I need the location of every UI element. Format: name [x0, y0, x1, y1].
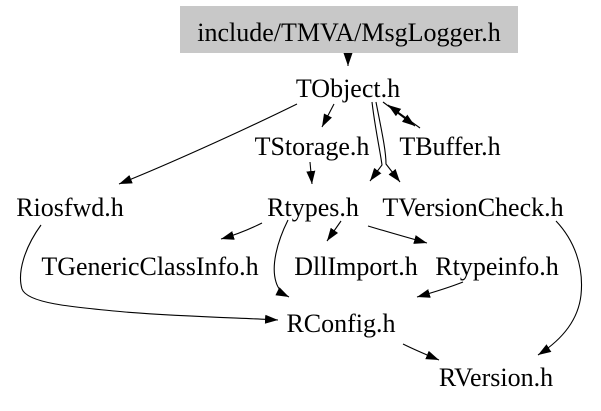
node-tgenericclassinfo[interactable]: TGenericClassInfo.h — [41, 252, 258, 281]
node-tversioncheck[interactable]: TVersionCheck.h — [382, 193, 563, 222]
edge-tobject-to-rtypes — [369, 101, 383, 182]
node-tstorage[interactable]: TStorage.h — [255, 132, 370, 161]
edge-tobject-to-tbuffer — [382, 101, 416, 127]
edge-rtypes-to-rtypeinfo — [367, 225, 428, 244]
node-riosfwd[interactable]: Riosfwd.h — [16, 193, 124, 222]
edge-tversioncheck-to-rversion — [537, 220, 583, 356]
edge-riosfwd-to-rconfig — [19, 224, 279, 324]
edge-rtypes-to-rconfig — [273, 219, 290, 298]
edge-rtypeinfo-to-rconfig — [416, 281, 464, 298]
edge-tbuffer-to-tobject — [387, 104, 421, 129]
node-rtypeinfo[interactable]: Rtypeinfo.h — [435, 252, 559, 281]
edge-tobject-to-tversioncheck — [375, 101, 401, 183]
node-msglogger[interactable]: include/TMVA/MsgLogger.h — [197, 18, 501, 47]
edge-tobject-to-tstorage — [321, 103, 335, 128]
node-tbuffer[interactable]: TBuffer.h — [399, 132, 500, 161]
edge-rtypes-to-dllimport — [326, 220, 342, 242]
edge-rconfig-to-rversion — [402, 343, 440, 361]
node-dllimport[interactable]: DllImport.h — [294, 252, 418, 281]
node-rconfig[interactable]: RConfig.h — [286, 309, 395, 338]
edge-tobject-to-riosfwd — [118, 103, 298, 185]
edge-rtypes-to-tgenericclassinfo — [220, 222, 263, 240]
node-rtypes[interactable]: Rtypes.h — [267, 193, 359, 222]
node-tobject[interactable]: TObject.h — [296, 74, 400, 103]
title-node-box[interactable] — [180, 6, 518, 53]
node-rversion[interactable]: RVersion.h — [439, 363, 553, 392]
edge-tstorage-to-rtypes — [306, 161, 316, 185]
